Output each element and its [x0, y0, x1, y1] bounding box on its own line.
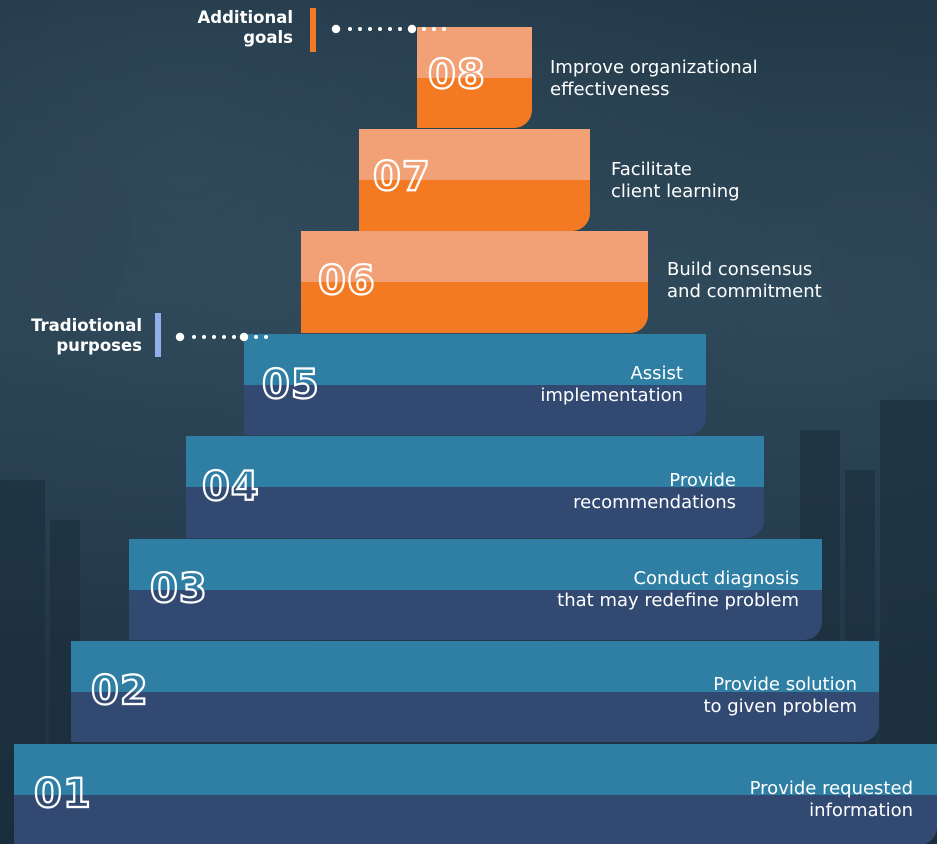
pyramid-step-07	[359, 129, 590, 231]
step-number-08: 08	[427, 52, 486, 98]
additional-goals-bar	[310, 8, 316, 52]
step-number-06: 06	[317, 258, 376, 304]
pyramid-step-05	[244, 334, 706, 435]
step-number-01: 01	[33, 771, 92, 817]
pyramid-step-01	[14, 744, 937, 844]
pyramid-step-03	[129, 539, 822, 640]
traditional-purposes-bar	[155, 313, 161, 357]
step-number-07: 07	[372, 154, 431, 200]
traditional-purposes-connector	[175, 332, 268, 342]
pyramid-step-02	[71, 641, 879, 742]
pyramid-step-04	[186, 436, 764, 538]
step-number-03: 03	[149, 566, 208, 612]
additional-goals-connector	[331, 24, 446, 34]
step-number-02: 02	[90, 668, 149, 714]
pyramid-step-06	[301, 231, 648, 333]
step-number-05: 05	[261, 362, 320, 408]
step-number-04: 04	[201, 464, 260, 510]
pyramid-step-08	[417, 27, 532, 128]
